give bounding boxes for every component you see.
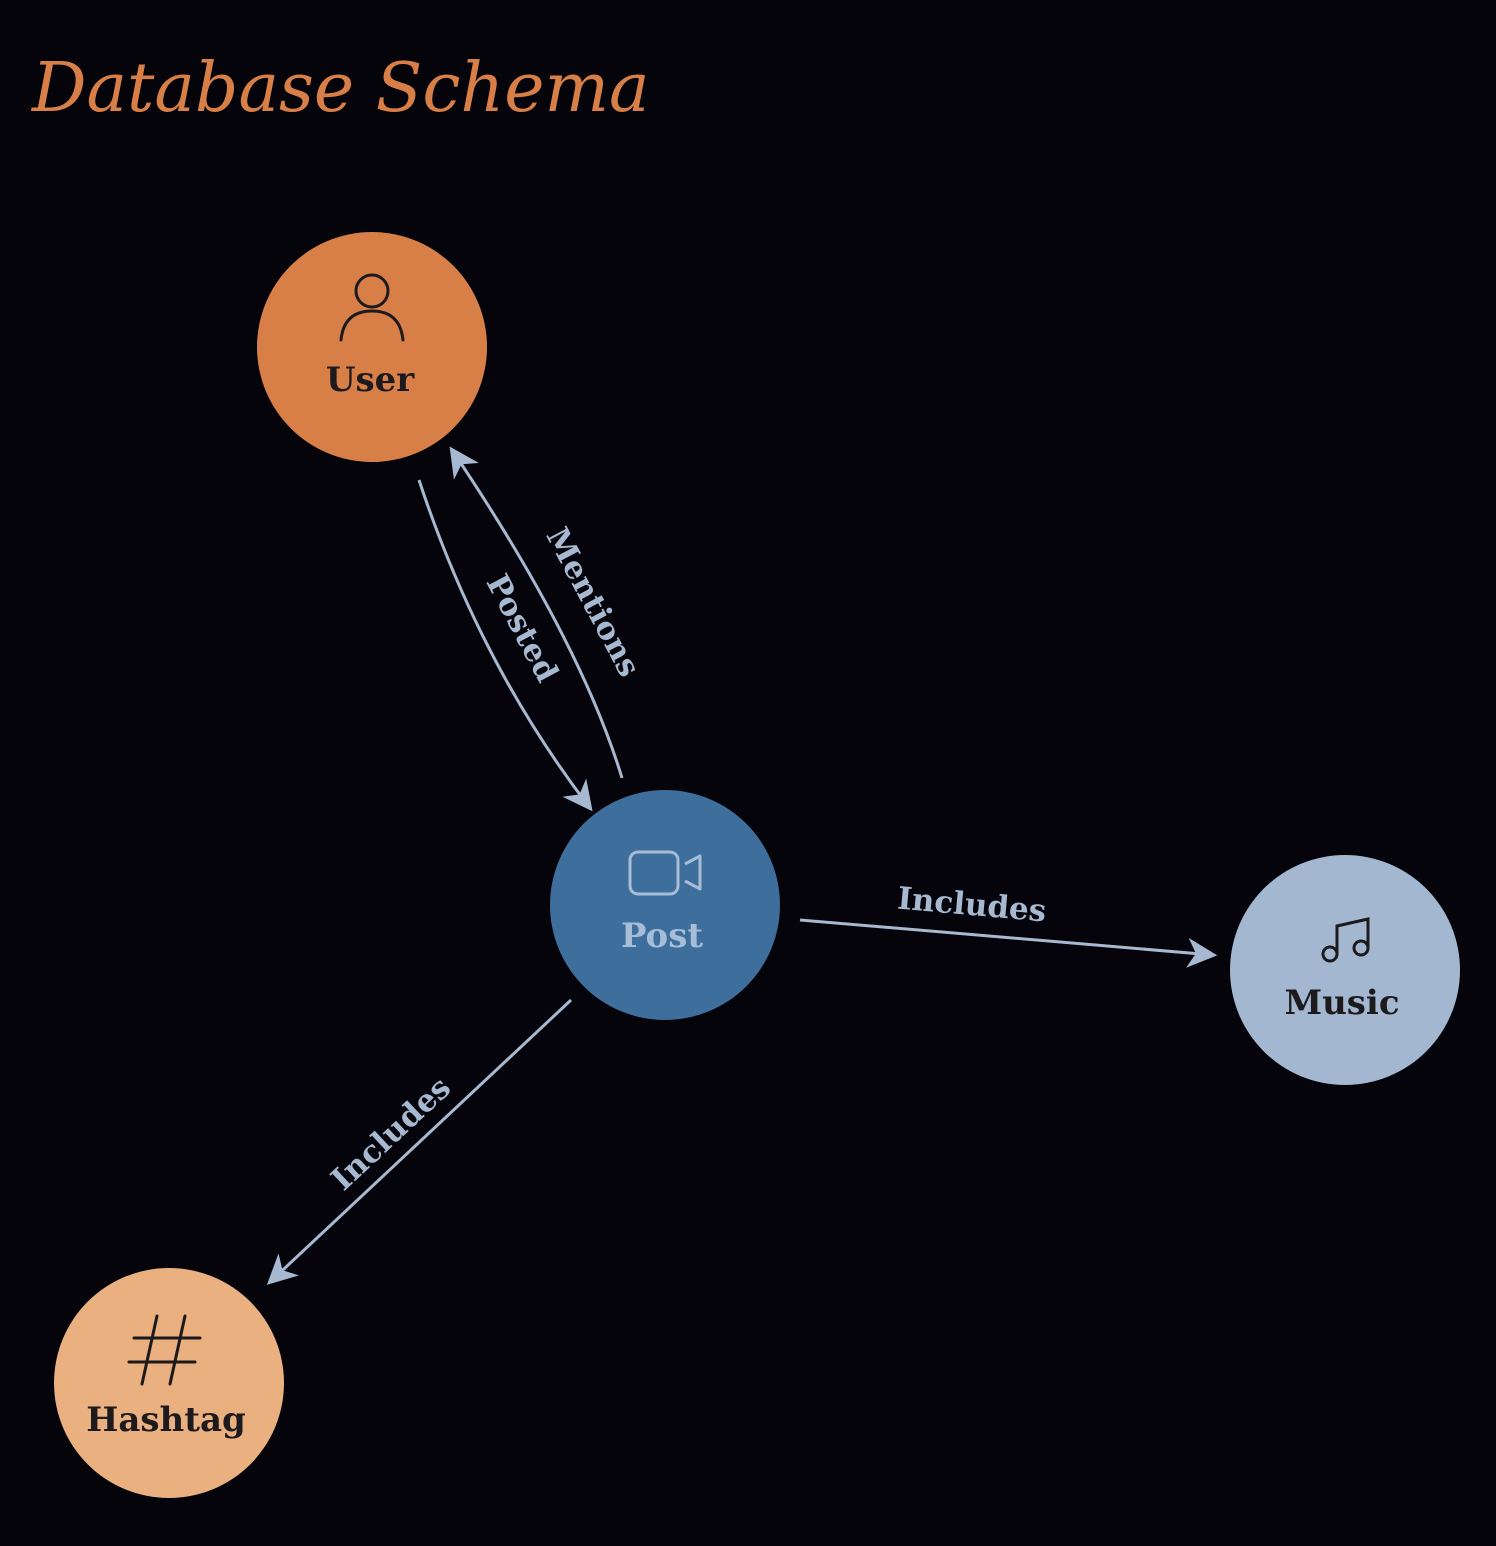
- node-music-circle: [1230, 855, 1460, 1085]
- node-music[interactable]: Music: [1230, 855, 1460, 1085]
- edge-includes-music-arrow: [799, 918, 1218, 968]
- node-post-label: Post: [621, 916, 703, 956]
- edge-posted-arrow: [417, 479, 593, 812]
- node-user-circle: [257, 232, 487, 462]
- user-icon: [339, 273, 405, 342]
- edge-label-posted: Posted: [479, 568, 565, 688]
- node-hashtag[interactable]: Hashtag: [54, 1268, 284, 1498]
- hash-icon: [127, 1314, 202, 1386]
- edge-label-includes-hashtag: Includes: [324, 1070, 458, 1198]
- video-camera-icon: [628, 850, 702, 896]
- node-post-circle: [550, 790, 780, 1020]
- edge-includes-hashtag-arrow: [266, 998, 573, 1285]
- edges: [266, 446, 1218, 1285]
- page-title: Database Schema: [32, 49, 650, 128]
- node-post[interactable]: Post: [550, 790, 780, 1020]
- edge-label-includes-music: Includes: [896, 881, 1048, 930]
- music-note-icon: [1321, 917, 1370, 963]
- node-music-label: Music: [1284, 983, 1399, 1023]
- edge-mentions-arrow: [449, 446, 624, 779]
- node-user-label: User: [326, 360, 415, 400]
- node-user[interactable]: User: [257, 232, 487, 462]
- node-hashtag-label: Hashtag: [86, 1400, 246, 1440]
